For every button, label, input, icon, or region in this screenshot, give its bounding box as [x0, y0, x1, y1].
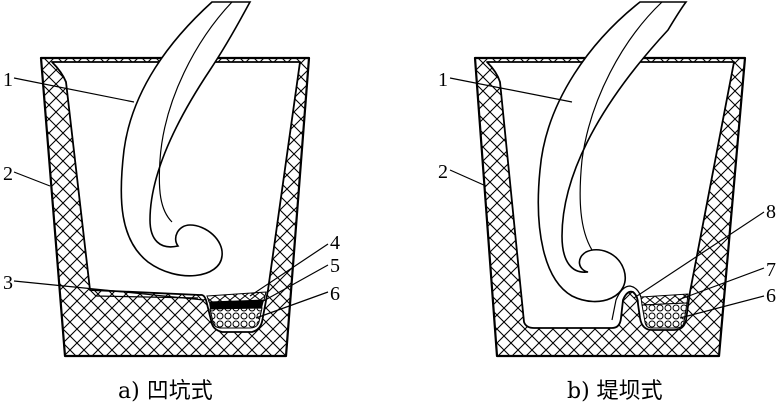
pit-beads-a	[209, 307, 263, 329]
label-2-a: 2	[3, 163, 13, 185]
leader-5-a	[257, 264, 329, 305]
leader-6-a	[255, 291, 329, 319]
label-8-b: 8	[766, 201, 776, 223]
label-4-a: 4	[330, 232, 340, 254]
leader-2-a	[13, 171, 51, 187]
caption-a: a) 凹坑式	[118, 379, 213, 404]
leader-1-b	[449, 77, 573, 103]
metal-stream-core-a	[158, 1, 233, 223]
label-1-b: 1	[438, 69, 448, 91]
label-3-a: 3	[3, 272, 13, 294]
leader-6-b	[679, 295, 765, 319]
panel-a-diagram: 1 2 3 4 5 6 a) 凹坑式	[3, 1, 340, 404]
label-6-b: 6	[766, 285, 776, 307]
leader-3-a	[13, 280, 205, 301]
panel-b-diagram: 1 2 8 7 6 b) 堤坝式	[438, 1, 776, 404]
metal-stream-core-b	[579, 1, 663, 251]
metal-stream-a	[120, 1, 252, 277]
label-6-a: 6	[330, 283, 340, 305]
leader-7-b	[677, 267, 765, 301]
beads-b	[641, 302, 688, 329]
label-2-b: 2	[438, 161, 448, 183]
pit-edge-a	[89, 289, 199, 299]
label-1-a: 1	[3, 69, 13, 91]
caption-b: b) 堤坝式	[567, 379, 663, 404]
leader-4-a	[249, 243, 329, 297]
pit-alloy-layer-a	[209, 300, 264, 309]
label-5-a: 5	[330, 255, 340, 277]
leader-2-b	[449, 169, 487, 187]
metal-stream-b	[537, 1, 688, 303]
leader-1-a	[13, 77, 135, 103]
label-7-b: 7	[766, 259, 776, 281]
leader-8-b	[633, 211, 765, 299]
ladle-cavity-a	[51, 61, 301, 333]
